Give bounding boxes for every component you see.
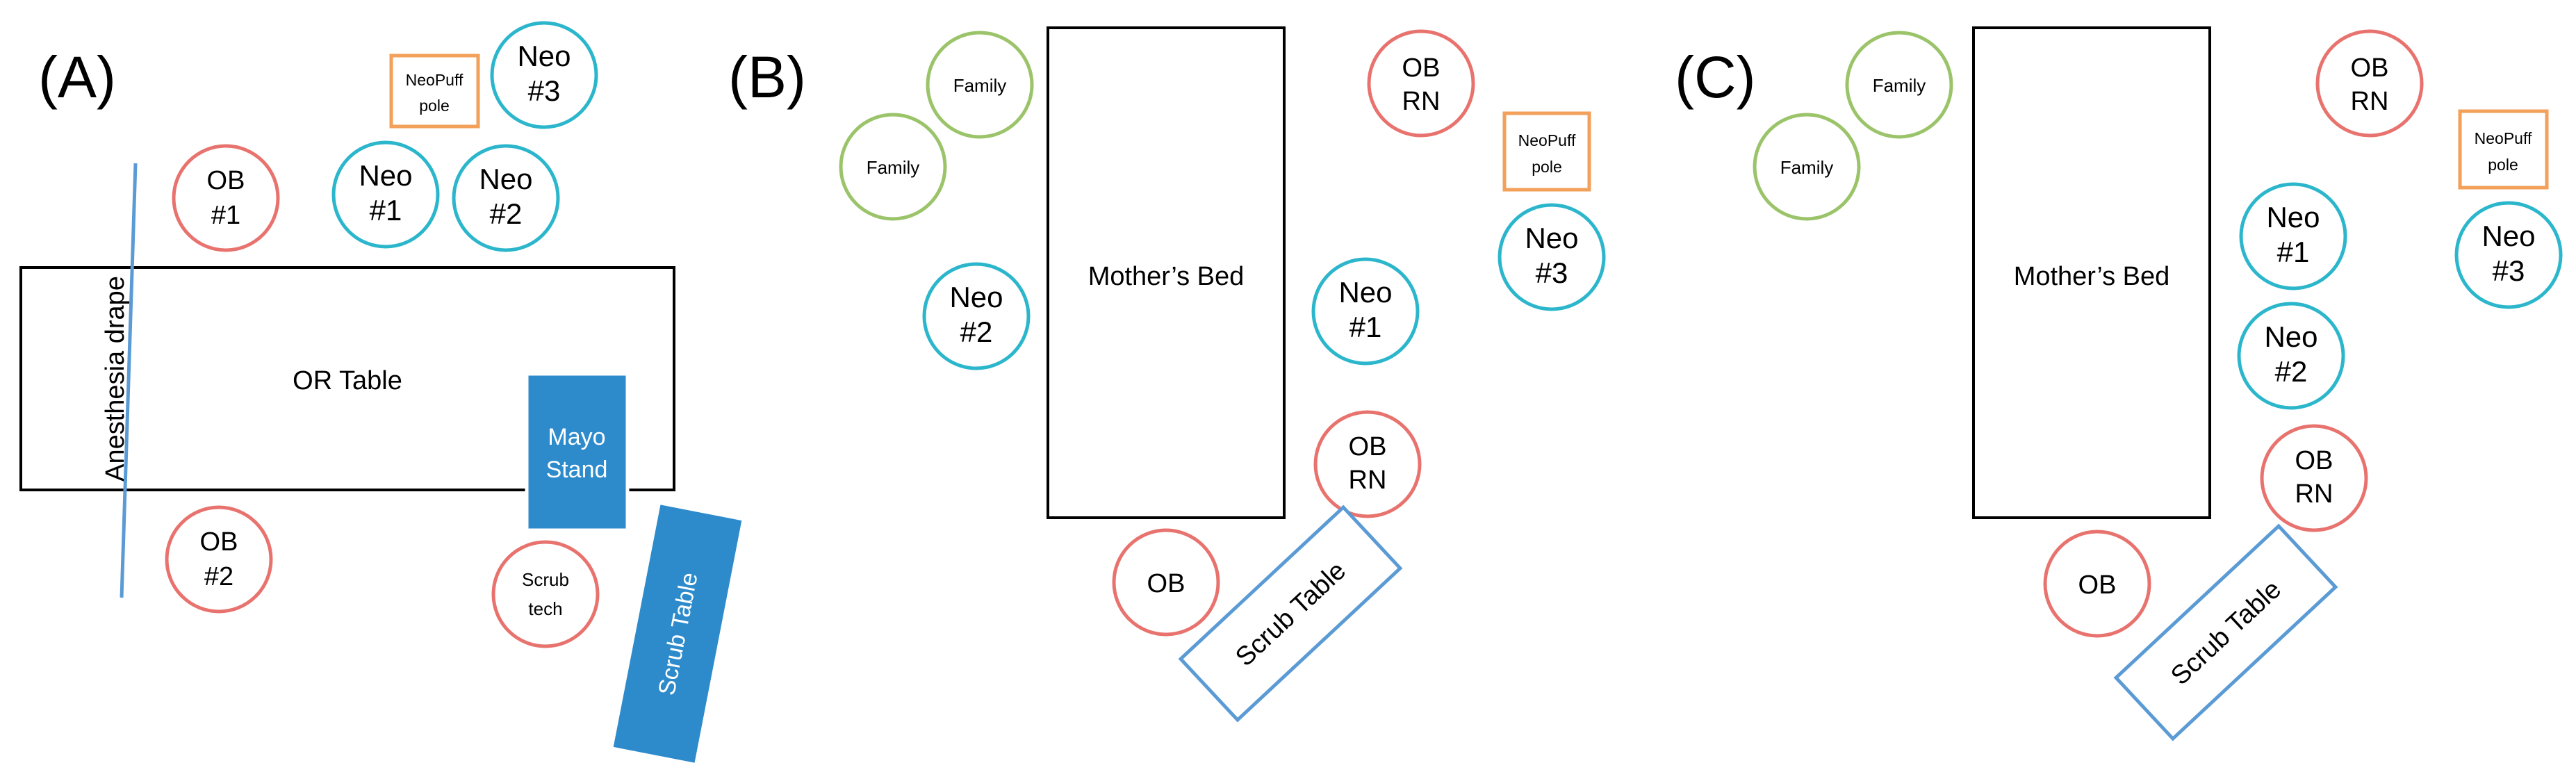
family1-c-label: Family	[1873, 75, 1926, 96]
neo1-a	[331, 140, 440, 249]
neopuff-pole-a	[389, 54, 480, 129]
family2-b	[839, 113, 947, 221]
neopuff-pole-b	[1502, 111, 1591, 192]
neopuff-pole-a-line1: NeoPuff	[406, 71, 463, 89]
ob-b-label: OB	[1147, 569, 1186, 598]
mothers-bed-b-label: Mother’s Bed	[1088, 262, 1245, 291]
neo3-a-line2: #3	[528, 74, 561, 107]
neo2-c	[2237, 302, 2345, 410]
ob-c-label: OB	[2078, 571, 2117, 600]
neo2-c-line1: Neo	[2264, 320, 2317, 353]
neo1-b-line2: #1	[1349, 311, 1382, 343]
anesthesia-drape-line	[120, 163, 138, 598]
ob-b	[1112, 528, 1220, 637]
ob-rn-bottom-c	[2260, 424, 2368, 532]
scrub-table-b-shape	[1178, 505, 1403, 723]
scrub-tech-a-line1: Scrub	[522, 569, 569, 590]
neopuff-pole-c	[2458, 109, 2549, 190]
mothers-bed-c-label: Mother’s Bed	[2014, 262, 2170, 291]
ob-rn-top-c-line1: OB	[2351, 54, 2389, 83]
ob-rn-top-c-line2: RN	[2351, 87, 2389, 116]
panel-label-c: (C)	[1675, 44, 1756, 110]
panel-a: (A) OR Table Anesthesia drape NeoPuff po…	[19, 21, 746, 767]
mothers-bed-b	[1047, 26, 1286, 519]
family2-c-label: Family	[1780, 157, 1834, 178]
neopuff-pole-c-line1: NeoPuff	[2475, 129, 2532, 147]
scrub-table-a: Scrub Table	[609, 500, 746, 767]
neo2-b-line2: #2	[960, 315, 993, 348]
ob2-a-line2: #2	[204, 562, 233, 591]
neo1-c-line2: #1	[2277, 236, 2310, 268]
family2-c	[1753, 113, 1861, 221]
neo2-a-line1: Neo	[479, 163, 532, 195]
ob-rn-bottom-b-line1: OB	[1349, 432, 1387, 461]
family1-b	[926, 31, 1034, 139]
or-table-label: OR Table	[293, 366, 402, 395]
scrub-table-b: Scrub Table	[1178, 505, 1403, 723]
neo3-c	[2454, 201, 2563, 309]
ob-rn-bottom-c-line2: RN	[2295, 479, 2333, 509]
neo1-a-line2: #1	[370, 194, 402, 227]
scrub-tech-a-line2: tech	[528, 598, 562, 619]
neo3-a	[490, 21, 598, 129]
ob-rn-bottom-c-line1: OB	[2295, 446, 2333, 475]
family1-b-label: Family	[953, 75, 1007, 96]
or-table	[19, 266, 675, 491]
mayo-stand-line1: Mayo	[548, 424, 605, 450]
ob-rn-top-b-line1: OB	[1402, 54, 1441, 83]
neo3-b-line2: #3	[1536, 256, 1568, 289]
panel-label-a: (A)	[38, 44, 116, 110]
panel-label-b: (B)	[728, 44, 806, 110]
neopuff-pole-a-line2: pole	[419, 97, 449, 115]
neo3-c-line1: Neo	[2481, 220, 2535, 252]
ob-rn-bottom-b	[1313, 410, 1422, 518]
ob-rn-top-b-line2: RN	[1402, 87, 1441, 116]
neo2-b	[922, 262, 1031, 370]
ob1-a-line1: OB	[207, 166, 245, 195]
neo1-c-line1: Neo	[2266, 201, 2320, 233]
neo3-b-line1: Neo	[1525, 222, 1578, 254]
neo2-a	[452, 144, 560, 252]
family1-c	[1845, 31, 1953, 139]
neo2-a-line2: #2	[490, 197, 523, 230]
scrub-table-a-shape	[609, 500, 746, 767]
neo2-b-line1: Neo	[949, 281, 1003, 313]
scrub-table-c-shape	[2113, 523, 2338, 741]
neopuff-pole-c-line2: pole	[2488, 156, 2518, 174]
scrub-tech-a	[491, 540, 600, 648]
neo1-b	[1311, 257, 1420, 366]
mayo-stand	[525, 372, 630, 532]
scrub-table-c: Scrub Table	[2113, 523, 2338, 741]
ob2-a-line1: OB	[200, 527, 238, 557]
ob-rn-top-b	[1367, 29, 1475, 138]
ob1-a	[172, 144, 280, 252]
ob-rn-bottom-b-line2: RN	[1349, 466, 1387, 495]
neo3-a-line1: Neo	[517, 40, 571, 72]
neopuff-pole-b-line1: NeoPuff	[1518, 131, 1576, 149]
ob-rn-top-c	[2315, 29, 2424, 138]
family2-b-label: Family	[867, 157, 920, 178]
neo1-b-line1: Neo	[1338, 276, 1392, 309]
ob1-a-line2: #1	[211, 201, 240, 230]
mothers-bed-c	[1972, 26, 2211, 519]
ob2-a	[165, 505, 273, 614]
neo1-c	[2239, 182, 2347, 290]
neo1-a-line1: Neo	[359, 159, 412, 192]
neopuff-pole-b-line2: pole	[1532, 158, 1561, 176]
neo3-c-line2: #3	[2493, 254, 2525, 287]
neo3-b	[1498, 203, 1606, 311]
anesthesia-drape-label: Anesthesia drape	[101, 276, 130, 482]
neo2-c-line2: #2	[2275, 355, 2308, 388]
ob-c	[2043, 530, 2151, 638]
mayo-stand-line2: Stand	[546, 457, 608, 483]
panel-b: (B) Mother’s Bed Family Family OB RN Neo…	[728, 26, 1606, 723]
panel-c: (C) Mother’s Bed Family Family OB RN Neo…	[1675, 26, 2563, 741]
